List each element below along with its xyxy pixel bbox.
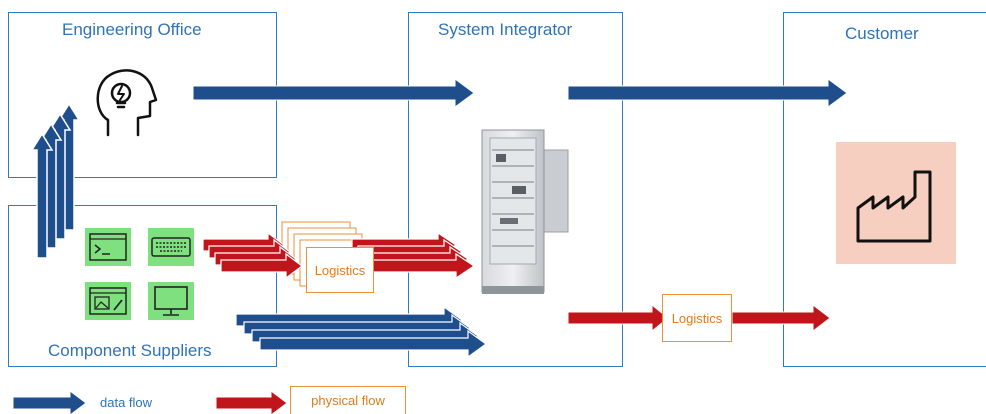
legend-data-flow-arrow <box>12 390 87 414</box>
legend-physical-flow-arrow <box>215 390 288 414</box>
head-lightbulb-icon <box>96 69 158 137</box>
system-integrator-title: System Integrator <box>438 20 573 39</box>
legend-data-flow-label: data flow <box>100 395 153 410</box>
data-arrow-integrator-to-customer <box>567 78 848 108</box>
integrator-logistics-box: Logistics <box>662 294 732 342</box>
monitor-icon <box>148 282 194 320</box>
control-cabinet-icon <box>481 129 569 294</box>
component-suppliers-title: Component Suppliers <box>48 341 212 360</box>
factory-icon <box>836 142 956 264</box>
data-arrows-suppliers-to-integrator <box>235 305 488 359</box>
physical-arrow-logistics-to-customer <box>731 303 831 333</box>
engineering-office-title: Engineering Office <box>62 20 202 39</box>
vertical-data-flow-arrows <box>30 102 81 259</box>
data-arrow-engineering-to-integrator <box>192 78 475 108</box>
supplier-logistics-box: Logistics <box>306 247 374 293</box>
terminal-window-icon <box>85 228 131 266</box>
keyboard-icon <box>148 228 194 266</box>
customer-title: Customer <box>845 24 919 43</box>
legend-physical-flow-label: physical flow <box>290 386 406 414</box>
physical-arrows-suppliers-to-logistics <box>202 231 303 280</box>
up-arrow-1 <box>30 132 54 259</box>
physical-arrow-integrator-to-logistics <box>567 303 669 333</box>
physical-arrows-logistics-to-integrator <box>351 231 476 280</box>
image-editor-window-icon <box>85 282 131 320</box>
